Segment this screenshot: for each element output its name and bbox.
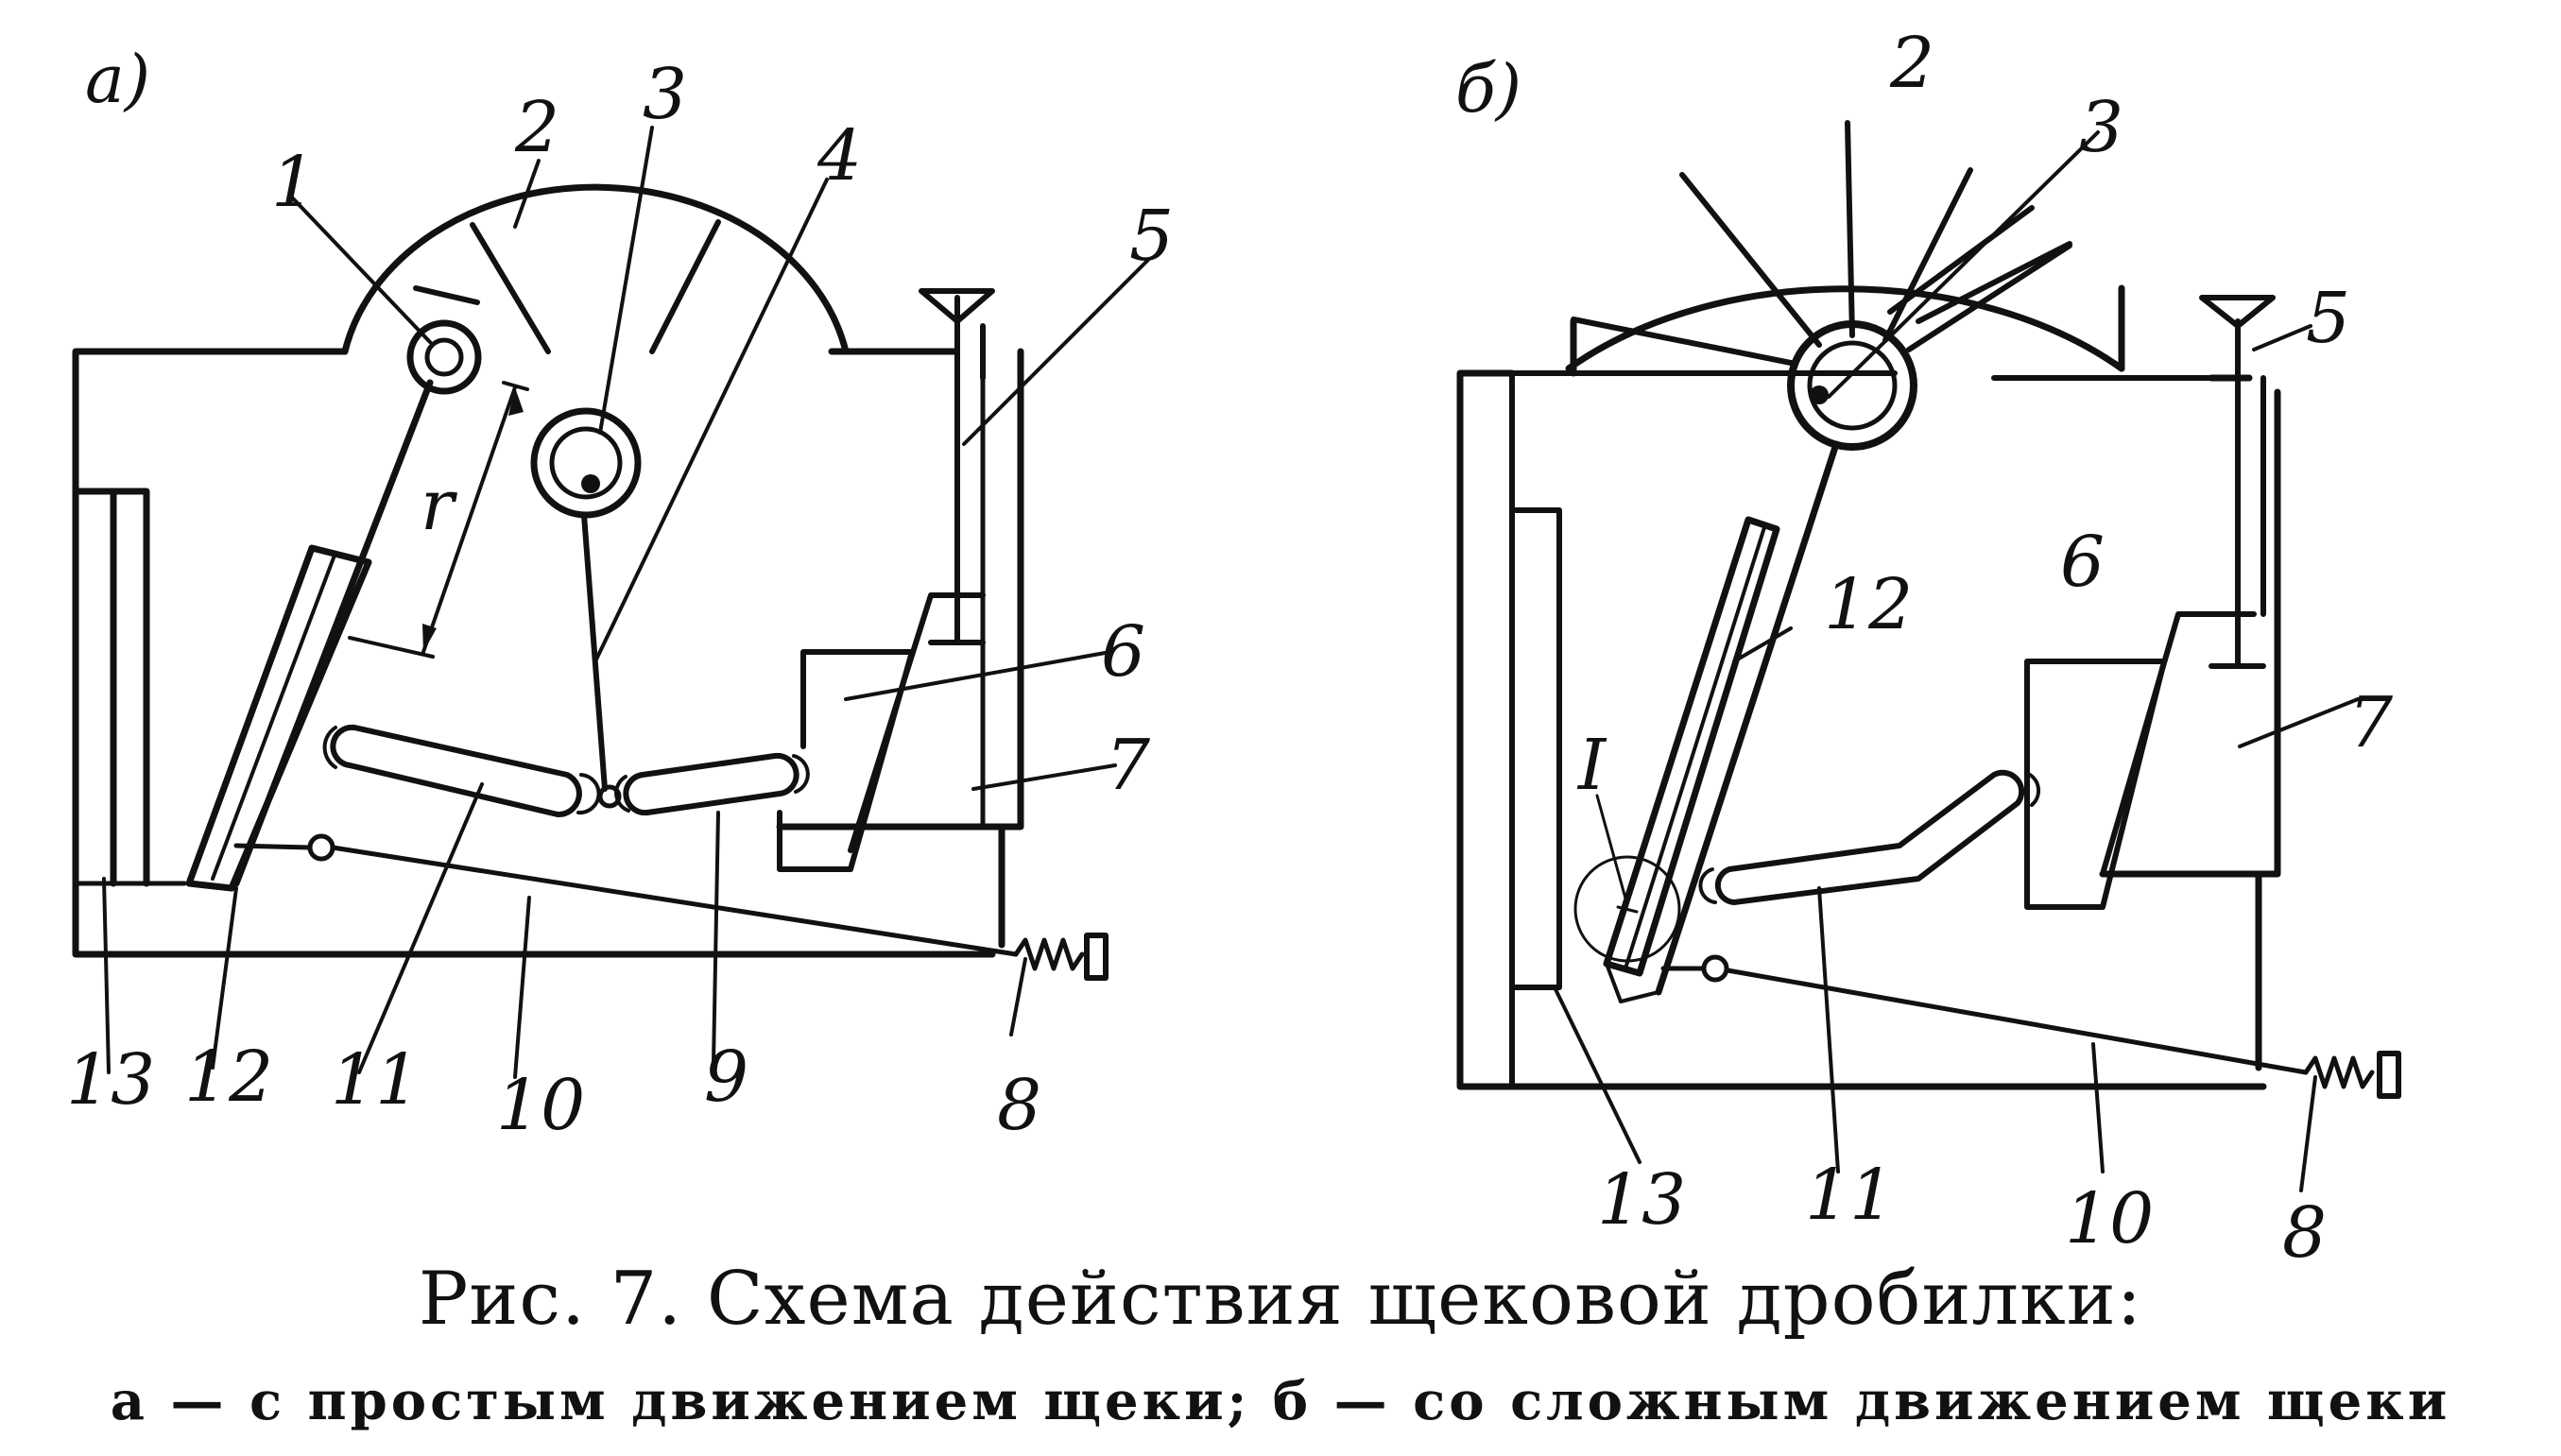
- label-12-a: 12: [184, 1036, 273, 1118]
- label-r-a: r: [421, 465, 458, 546]
- panel-letter-b: б): [1455, 50, 1521, 128]
- wedge-6-a: [777, 649, 915, 872]
- frame-b-inner: [1486, 370, 2228, 1089]
- plate-11-a: [330, 724, 582, 818]
- figure-caption: Рис. 7. Схема действия щековой дробилки:: [418, 1257, 2143, 1342]
- shaft-3-b-ring: [1807, 340, 1898, 431]
- shaft-3-b: [1787, 320, 1917, 451]
- label-3-a: 3: [643, 54, 687, 135]
- label-5-b: 5: [2306, 278, 2350, 359]
- flywheel-b-spokes: [1571, 120, 2072, 367]
- flywheel-b-base: [1570, 284, 2125, 377]
- wedge-7-a: [848, 592, 986, 853]
- label-3-b: 3: [2079, 87, 2123, 168]
- shaft-3-pin-a: [581, 474, 600, 493]
- label-8-b: 8: [2282, 1192, 2327, 1274]
- tie-pin-a: [307, 833, 335, 862]
- screw-5-a-handle: [919, 288, 995, 324]
- leaders-a: [102, 126, 1150, 1079]
- label-6-b: 6: [2060, 522, 2105, 603]
- detail-I-leader: [1595, 794, 1639, 914]
- wedge-6-b: [2024, 659, 2167, 910]
- flywheel-a-spokes: [413, 219, 721, 354]
- screw-5-b-handle: [2199, 295, 2276, 329]
- panel-letter-a: а): [85, 41, 150, 118]
- spring-8-a: [1013, 937, 1085, 971]
- dim-r-a: [348, 381, 529, 659]
- shaft-3-b-pin: [1810, 385, 1829, 404]
- plate-9-a-ends: [614, 754, 810, 813]
- plate-11-b: [1714, 769, 2025, 905]
- frame-a: [72, 348, 1024, 958]
- figure-subcaption: а — с простым движением щеки; б — со сло…: [110, 1370, 2451, 1432]
- panel-b: б) 2 3 5 6 7 8 10 11 12 13 I: [1455, 23, 2401, 1274]
- label-11-a: 11: [331, 1039, 420, 1121]
- label-7-b: 7: [2348, 682, 2393, 763]
- detail-circle-I: [1573, 855, 1681, 963]
- plate-9-a: [623, 752, 799, 816]
- label-8-a: 8: [997, 1065, 1041, 1146]
- label-9-a: 9: [704, 1036, 748, 1118]
- label-13-a: 13: [66, 1039, 155, 1121]
- spring-cap-a: [1084, 933, 1109, 981]
- label-2-b: 2: [1889, 23, 1934, 104]
- jaw-13-a: [72, 488, 150, 887]
- flywheel-b: [1565, 285, 2125, 372]
- dim-r-arrow-top: [508, 387, 524, 416]
- screw-5-b: [2209, 318, 2266, 669]
- screw-5-a: [928, 295, 986, 645]
- jaw-12-b: [1603, 440, 1840, 996]
- jaw-12-a: [185, 379, 434, 892]
- wedge-7-b: [2100, 611, 2257, 877]
- axis-1-a: [406, 319, 482, 395]
- spring-cap-b: [2377, 1051, 2401, 1099]
- jaw-12-a-plate: [211, 551, 337, 881]
- label-10-b: 10: [2065, 1178, 2154, 1259]
- shaft-3-ring-a: [549, 426, 623, 500]
- label-13-b: 13: [1597, 1159, 1686, 1241]
- label-10-a: 10: [496, 1065, 585, 1146]
- label-4-a: 4: [816, 115, 862, 197]
- label-I-b: I: [1576, 725, 1607, 806]
- tie-rod-10-a: [233, 843, 1019, 957]
- label-6-a: 6: [1101, 611, 1145, 693]
- leaders-b: [1553, 130, 2360, 1192]
- tie-rod-10-b: [1660, 966, 2309, 1075]
- label-2-a: 2: [514, 87, 559, 168]
- dim-r-arrow-bot: [422, 624, 437, 652]
- plate-11-b-ends: [1698, 773, 2041, 904]
- label-11-b: 11: [1805, 1155, 1894, 1236]
- rod-4-a: [581, 512, 608, 792]
- label-12-b: 12: [1824, 564, 1913, 645]
- label-7-a: 7: [1106, 725, 1150, 806]
- panel-a: а) 1 2 3 4 5 6 7 8 9 10 11 12 13 r: [66, 41, 1174, 1146]
- label-1-a: 1: [271, 142, 316, 223]
- label-5-a: 5: [1129, 196, 1174, 277]
- flywheel-a: [341, 183, 850, 355]
- tie-pin-b: [1701, 954, 1729, 983]
- spring-8-b: [2303, 1055, 2375, 1089]
- joint-a: [597, 784, 622, 809]
- axis-1-inner-a: [424, 337, 464, 377]
- frame-a-inner: [73, 375, 986, 886]
- jaw-12-b-plate: [1605, 522, 1767, 1003]
